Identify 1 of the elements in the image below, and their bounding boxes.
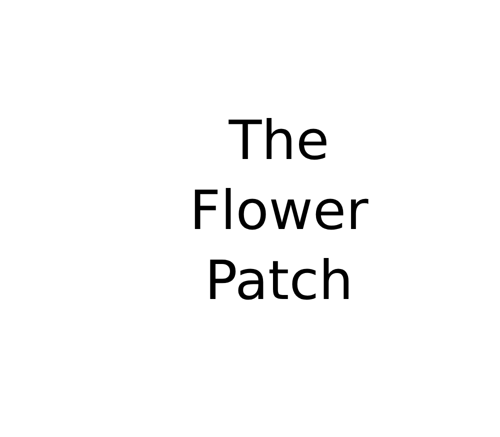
- title: The Flower Patch: [188, 108, 370, 314]
